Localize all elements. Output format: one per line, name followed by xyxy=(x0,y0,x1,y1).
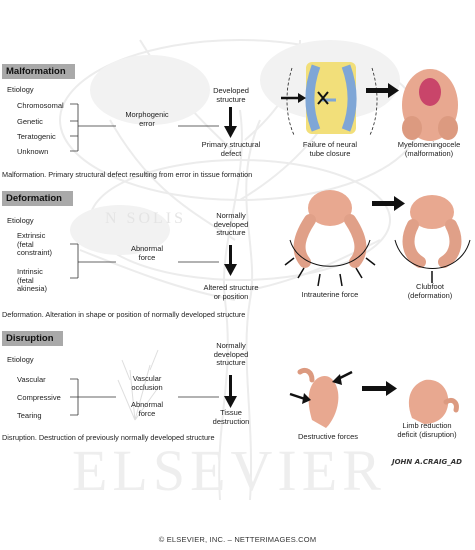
deformation-top-label: Normally developed structure xyxy=(213,211,249,238)
disruption-image1-label: Destructive forces xyxy=(297,432,359,441)
deformation-image1-label: Intrauterine force xyxy=(301,290,359,299)
destructive-forces-illustration xyxy=(289,367,353,428)
deformation-cause-intrinsic: Intrinsic (fetal akinesia) xyxy=(17,267,48,294)
malformation-cause-teratogenic: Teratogenic xyxy=(17,132,56,141)
deformation-etiology-label: Etiology xyxy=(7,216,34,225)
section-header-deformation: Deformation xyxy=(2,191,73,206)
section-header-disruption: Disruption xyxy=(2,331,63,346)
malformation-top-label: Developed structure xyxy=(213,86,249,104)
malformation-mechanism: Morphogenic error xyxy=(125,110,169,128)
malformation-cause-unknown: Unknown xyxy=(17,147,49,156)
deformation-cause-extrinsic: Extrinsic (fetal constraint) xyxy=(17,231,53,258)
watermark-motto: N SOLIS xyxy=(105,210,187,227)
clubfoot-illustration xyxy=(394,195,471,283)
deformation-mechanism: Abnormal force xyxy=(130,244,164,262)
malformation-image2-label: Myelomeningocele (malformation) xyxy=(397,140,461,158)
limb-reduction-illustration xyxy=(408,379,459,424)
section-header-malformation: Malformation xyxy=(2,64,75,79)
malformation-caption: Malformation. Primary structural defect … xyxy=(2,170,253,179)
malformation-image1-label: Failure of neural tube closure xyxy=(302,140,358,158)
disruption-mechanism-vascular-occlusion: Vascular occlusion xyxy=(131,374,163,392)
malformation-cause-genetic: Genetic xyxy=(17,117,43,126)
disruption-image2-label: Limb reduction deficit (disruption) xyxy=(397,421,457,439)
malformation-cause-chromosomal: Chromosomal xyxy=(17,101,64,110)
disruption-cause-compressive: Compressive xyxy=(17,393,61,402)
disruption-cause-vascular: Vascular xyxy=(17,375,46,384)
disruption-mechanism-abnormal-force: Abnormal force xyxy=(130,400,164,418)
disruption-result: Tissue destruction xyxy=(212,408,250,426)
footer-copyright: © ELSEVIER, INC. – NETTERIMAGES.COM xyxy=(158,535,317,544)
deformation-image2-label: Clubfoot (deformation) xyxy=(407,282,453,300)
disruption-top-label: Normally developed structure xyxy=(213,341,249,368)
deformation-caption: Deformation. Alteration in shape or posi… xyxy=(2,310,246,319)
disruption-etiology-label: Etiology xyxy=(7,355,34,364)
deformation-result: Altered structure or position xyxy=(203,283,259,301)
myelomeningocele-illustration xyxy=(402,69,458,141)
neural-tube-illustration xyxy=(281,62,378,136)
malformation-etiology-label: Etiology xyxy=(7,85,34,94)
watermark-elsevier: ELSEVIER xyxy=(72,438,386,503)
disruption-cause-tearing: Tearing xyxy=(17,411,42,420)
intrauterine-force-illustration xyxy=(284,190,376,287)
malformation-result: Primary structural defect xyxy=(201,140,261,158)
disruption-caption: Disruption. Destruction of previously no… xyxy=(2,433,215,442)
artist-signature: JOHN A.CRAIG_AD xyxy=(392,458,462,466)
